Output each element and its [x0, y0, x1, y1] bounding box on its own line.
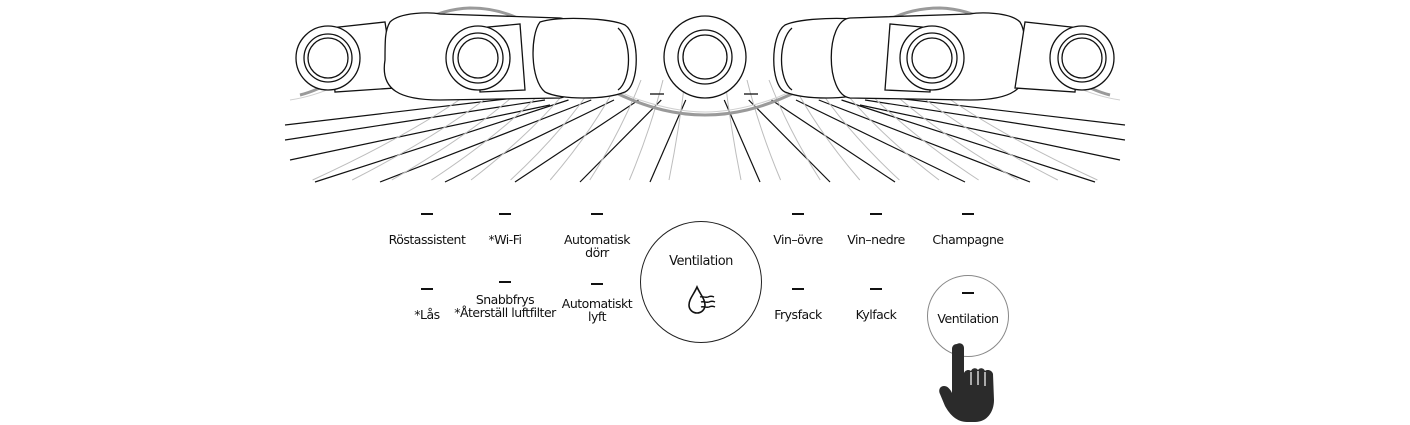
side-line [284, 94, 541, 126]
side-line [289, 104, 551, 161]
control-freezer[interactable]: Frysfack [723, 288, 873, 321]
side-line [864, 99, 1126, 141]
thin-curve [724, 79, 742, 181]
pointing-hand-icon [939, 343, 994, 422]
control-wine-lower[interactable]: Vin–nedre [801, 213, 951, 246]
indicator-lock [421, 288, 433, 290]
lens-center [663, 15, 747, 99]
label-wine-lower: Vin–nedre [847, 232, 905, 247]
thin-curve [628, 79, 664, 181]
control-lock[interactable]: *Lås [352, 288, 502, 321]
control-wifi[interactable]: *Wi-Fi [430, 213, 580, 246]
thin-curve [589, 79, 642, 181]
control-auto-lift[interactable]: Automatiskt lyft [522, 283, 672, 323]
ventilation-center-label: Ventilation [669, 254, 733, 269]
perspective-line [748, 99, 831, 183]
perspective-line [579, 99, 662, 183]
flow-wave [299, 6, 1111, 117]
label-quick-freeze: Snabbfrys *Återställ luftfilter [454, 292, 556, 320]
perspective-line [795, 99, 966, 183]
indicator-rostassistent [421, 213, 433, 215]
indicator-wine-upper [792, 213, 804, 215]
perspective-line [314, 99, 569, 183]
perspective-line [514, 99, 639, 183]
label-fridge: Kylfack [855, 307, 897, 322]
lens-right-outer [1014, 21, 1115, 93]
ventilation-drop-icon [688, 284, 716, 314]
label-freezer: Frysfack [774, 307, 822, 322]
control-fridge[interactable]: Kylfack [801, 288, 951, 321]
indicator-auto-lift [591, 283, 603, 285]
lens-left-inner [445, 23, 526, 93]
ventilation-center-button[interactable]: Ventilation [640, 221, 762, 343]
label-champagne: Champagne [932, 232, 1004, 247]
thin-curve [746, 79, 782, 181]
lens-left-near [532, 17, 637, 99]
side-line [859, 104, 1121, 161]
label-rostassistent: Röstassistent [388, 232, 466, 247]
indicator-wifi [499, 213, 511, 215]
indicator-auto-door [591, 213, 603, 215]
control-wine-upper[interactable]: Vin–övre [723, 213, 873, 246]
label-wine-upper: Vin–övre [773, 232, 823, 247]
ventilation-active-label: Ventilation [937, 311, 999, 326]
label-auto-door: Automatisk dörr [564, 232, 630, 260]
control-auto-door[interactable]: Automatisk dörr [522, 213, 672, 259]
side-line [284, 99, 546, 141]
indicator-champagne [962, 213, 974, 215]
indicator-ventilation-active [962, 292, 974, 294]
thin-curve [668, 79, 686, 181]
control-panel-illustration [284, 6, 1126, 183]
indicator-freezer [792, 288, 804, 290]
perspective-line [771, 99, 896, 183]
indicator-fridge [870, 288, 882, 290]
lens-left-outer [295, 21, 396, 93]
perspective-line [841, 99, 1096, 183]
control-quick-freeze[interactable]: Snabbfrys *Återställ luftfilter [430, 281, 580, 319]
ventilation-active-button[interactable]: Ventilation [927, 275, 1009, 357]
control-champagne[interactable]: Champagne [893, 213, 1043, 246]
label-auto-lift: Automatiskt lyft [561, 296, 633, 324]
label-lock: *Lås [414, 307, 440, 322]
control-rostassistent[interactable]: Röstassistent [352, 213, 502, 246]
lens-right-inner [884, 23, 965, 93]
label-wifi: *Wi-Fi [488, 232, 522, 247]
indicator-quick-freeze [499, 281, 511, 283]
side-line [869, 94, 1126, 126]
thin-curve [768, 79, 821, 181]
indicator-wine-lower [870, 213, 882, 215]
perspective-line [444, 99, 615, 183]
